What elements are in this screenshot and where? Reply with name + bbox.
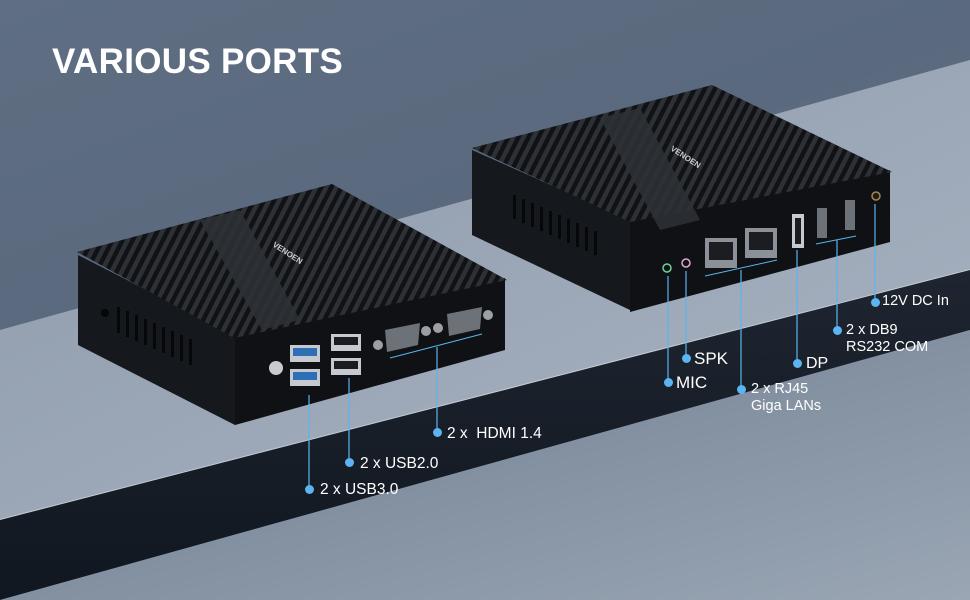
shelf-front-face [0, 270, 970, 600]
label-rj45: 2 x RJ45 Giga LANs [751, 381, 821, 415]
power-button [269, 361, 283, 375]
callout-dot [682, 354, 691, 363]
label-usb3: 2 x USB3.0 [320, 481, 399, 498]
label-hdmi: 2 x HDMI 1.4 [447, 425, 542, 442]
mini-pc-front: VENOEN [77, 184, 507, 425]
label-usb2: 2 x USB2.0 [360, 455, 439, 472]
label-db9-title: 2 x DB9 [846, 322, 898, 338]
callout-dot [433, 428, 442, 437]
label-mic: MIC [676, 373, 708, 392]
callout-dot [871, 298, 880, 307]
callout-lines [308, 204, 876, 490]
label-rj45-sub: Giga LANs [751, 398, 822, 414]
callout-dot [305, 485, 314, 494]
label-dc-in: 12V DC In [882, 293, 949, 309]
label-dp: DP [806, 355, 829, 372]
callout-dot [833, 326, 842, 335]
label-db9-sub: RS232 COM [846, 339, 929, 355]
callout-dot [664, 378, 673, 387]
label-rj45-title: 2 x RJ45 [751, 381, 809, 397]
callout-dot [737, 385, 746, 394]
label-spk: SPK [694, 349, 729, 368]
callout-dot [345, 458, 354, 467]
label-db9: 2 x DB9 RS232 COM [846, 322, 928, 356]
callout-dot [793, 359, 802, 368]
page-title: VARIOUS PORTS [52, 42, 344, 81]
mini-pc-rear: VENOEN [472, 85, 892, 312]
